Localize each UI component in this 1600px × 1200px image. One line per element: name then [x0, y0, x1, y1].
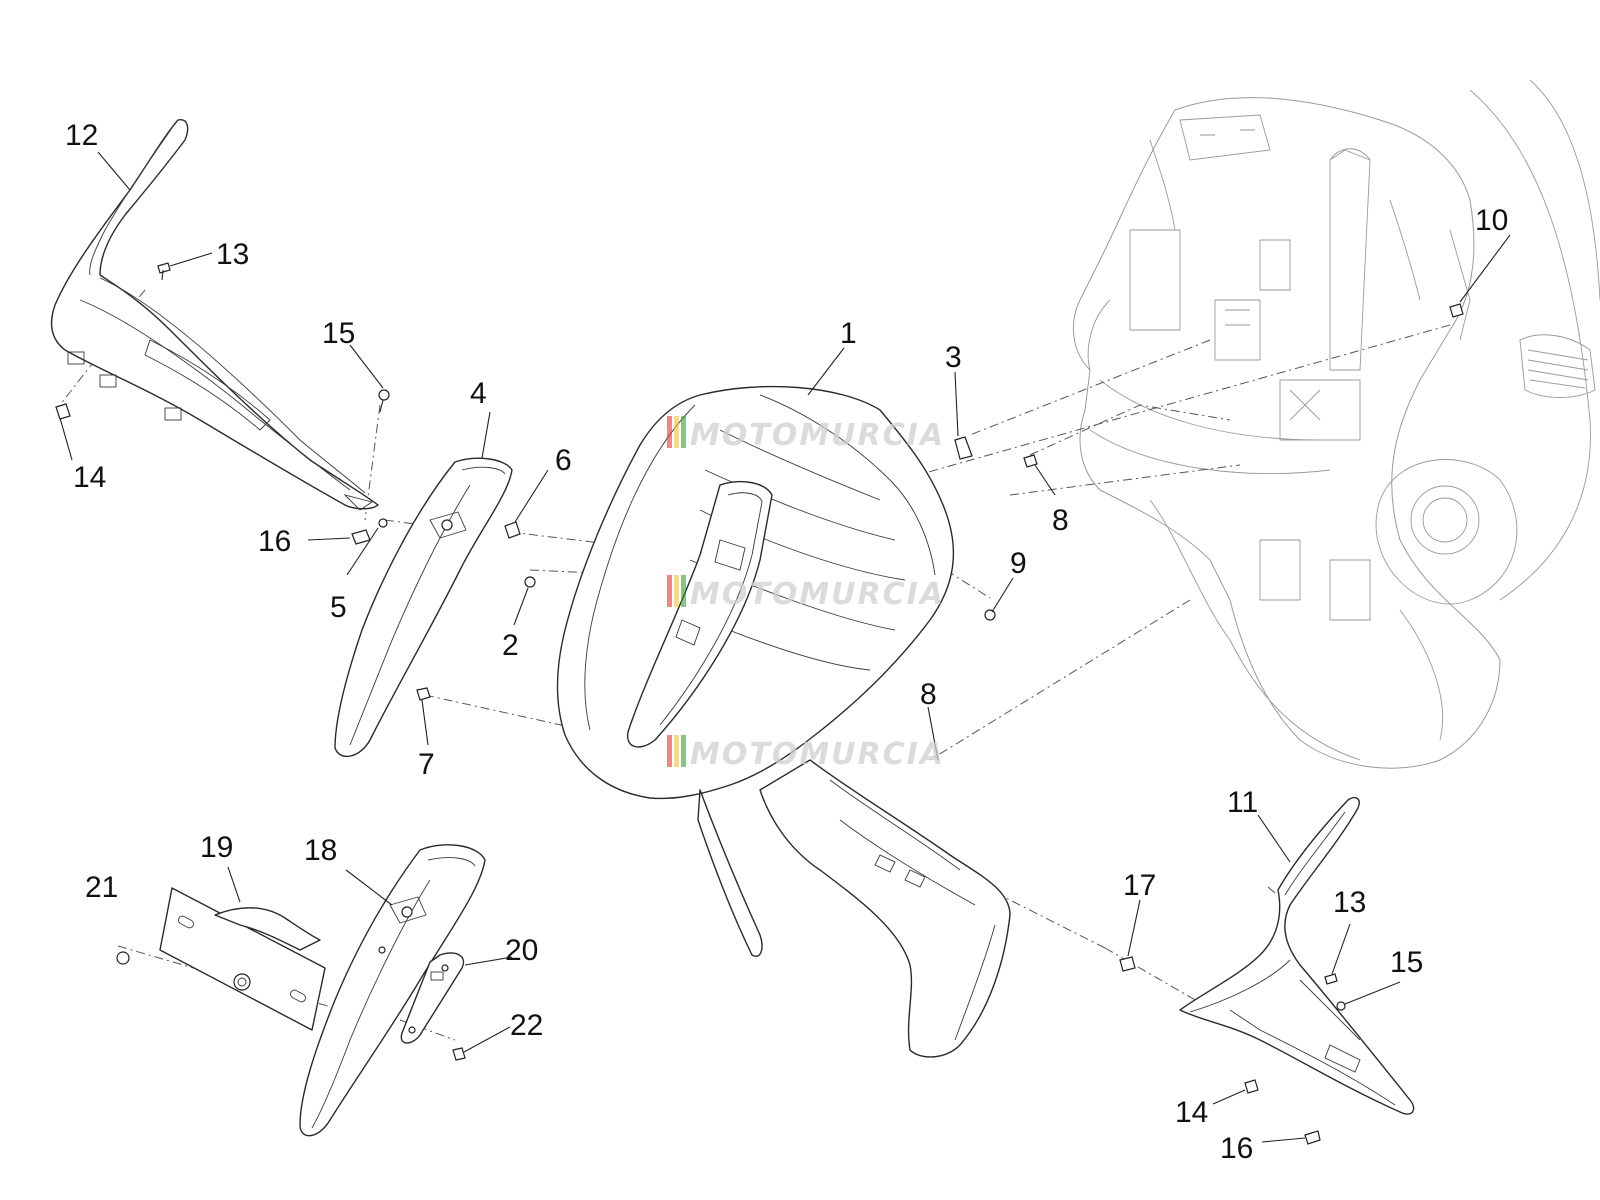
- callout-14-right: 14: [1175, 1096, 1208, 1129]
- callout-11: 11: [1227, 786, 1258, 819]
- part-1-front-shield: [556, 385, 1011, 1058]
- callout-18: 18: [304, 834, 337, 867]
- callout-4: 4: [470, 377, 487, 410]
- part-11-right-fairing: [1179, 796, 1415, 1115]
- watermark-text: MOTOMURCIA: [690, 737, 945, 772]
- callout-labels: 12 13 15 14 16 5 4 6 2 7 1 3 8 9 8 10 11…: [65, 119, 1508, 1165]
- callout-8-upper: 8: [1052, 504, 1069, 537]
- callout-16: 16: [258, 525, 291, 558]
- watermark-top: MOTOMURCIA: [667, 416, 945, 453]
- callout-7: 7: [418, 748, 435, 781]
- callout-2: 2: [502, 629, 519, 662]
- callout-14: 14: [73, 461, 106, 494]
- callout-3: 3: [945, 341, 962, 374]
- callout-22: 22: [510, 1009, 543, 1042]
- callout-16-right: 16: [1220, 1132, 1253, 1165]
- watermark-text: MOTOMURCIA: [690, 577, 945, 612]
- callout-15: 15: [322, 317, 355, 350]
- callout-21: 21: [85, 871, 118, 904]
- callout-10: 10: [1475, 204, 1508, 237]
- callout-19: 19: [200, 831, 233, 864]
- callout-15-right: 15: [1390, 946, 1423, 979]
- watermark-bottom: MOTOMURCIA: [667, 735, 945, 772]
- watermark-text: MOTOMURCIA: [690, 418, 945, 453]
- part-18-lower-trim: [299, 844, 486, 1137]
- hardware: [55, 262, 1464, 1145]
- callout-20: 20: [505, 934, 538, 967]
- scooter-frame-ghost: [1072, 79, 1600, 769]
- callout-17: 17: [1123, 869, 1156, 902]
- callout-13-right: 13: [1333, 886, 1366, 919]
- watermark-middle: MOTOMURCIA: [667, 575, 945, 612]
- callout-9: 9: [1010, 547, 1027, 580]
- part-20-plate-light: [400, 952, 465, 1044]
- callout-6: 6: [555, 444, 572, 477]
- callout-8-lower: 8: [920, 678, 937, 711]
- callout-12: 12: [65, 119, 98, 152]
- callout-5: 5: [330, 591, 347, 624]
- callout-1: 1: [840, 317, 857, 350]
- part-4-centre-trim: [334, 457, 513, 758]
- callout-13: 13: [216, 238, 249, 271]
- part-19-plate-bracket: [159, 887, 326, 1031]
- part-12-left-fairing: [50, 119, 379, 511]
- leader-lines: [59, 151, 1511, 1143]
